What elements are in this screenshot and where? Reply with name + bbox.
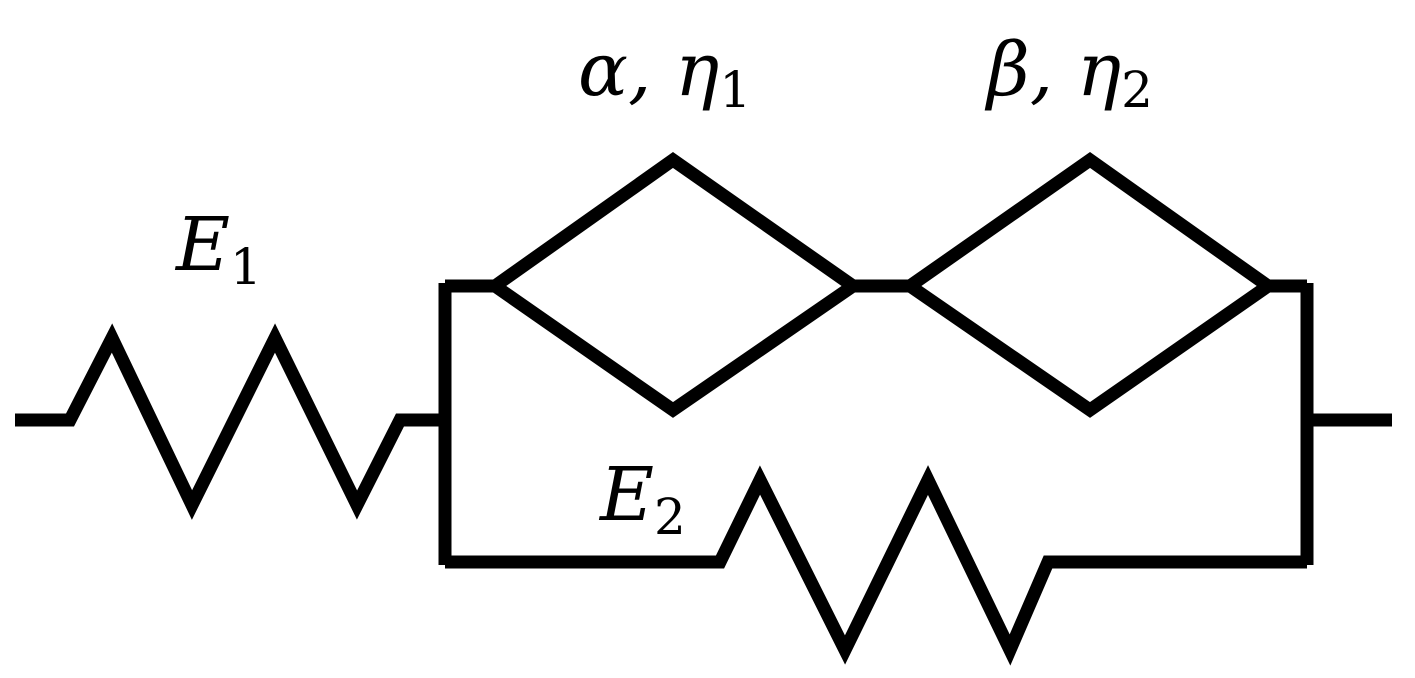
spring-e2	[445, 465, 1307, 666]
label-beta-eta2: β, η2	[984, 27, 1153, 119]
spring-e1	[15, 323, 440, 520]
fractional-element-alpha	[483, 152, 865, 418]
label-e1: E1	[174, 202, 262, 296]
label-e2: E2	[598, 452, 686, 546]
label-alpha-eta1: α, η1	[578, 27, 751, 119]
fractional-element-beta	[898, 152, 1280, 418]
